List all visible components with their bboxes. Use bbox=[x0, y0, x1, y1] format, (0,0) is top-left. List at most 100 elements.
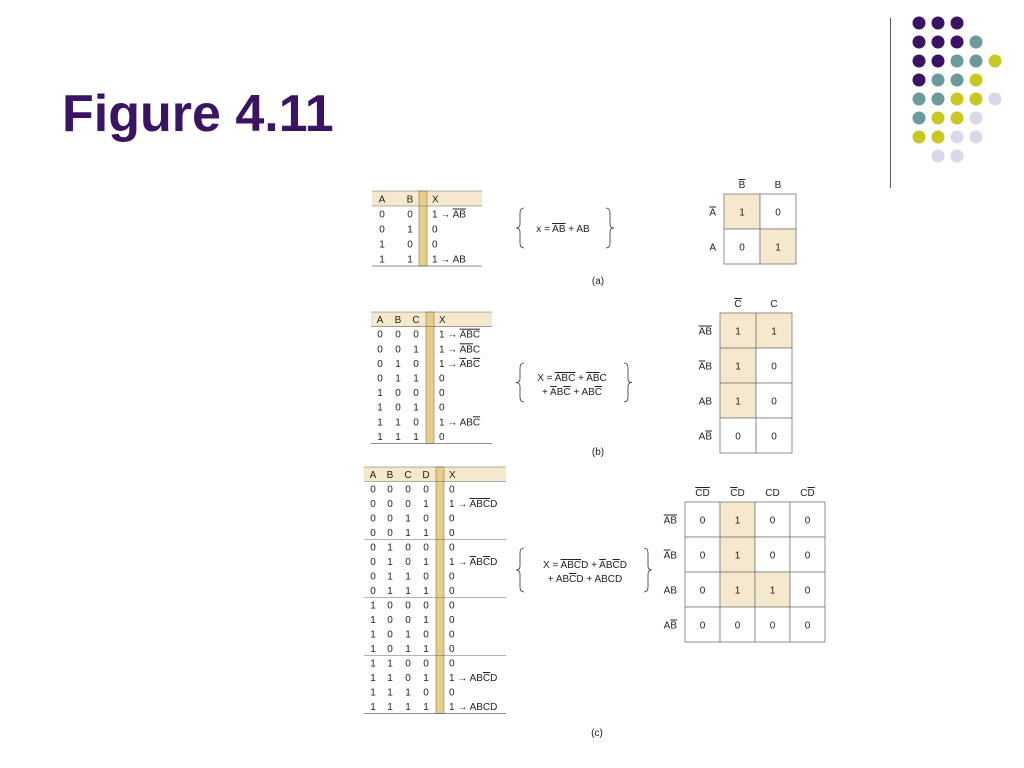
kmap-column-label: B bbox=[739, 180, 746, 191]
kmap-cell bbox=[684, 536, 721, 573]
table-header-cell: C bbox=[412, 315, 419, 326]
table-output-cell: 0 bbox=[449, 572, 455, 583]
table-cell: 0 bbox=[377, 359, 383, 370]
table-cell: 0 bbox=[370, 572, 376, 583]
table-output-cell: 0 bbox=[449, 485, 455, 496]
kmap-cell bbox=[755, 382, 793, 419]
kmap-cell bbox=[719, 347, 757, 384]
kmap-row-label: AB bbox=[664, 551, 678, 562]
table-cell: 1 bbox=[370, 601, 376, 612]
table-divider-bar bbox=[418, 190, 428, 267]
table-cell: 1 bbox=[405, 644, 411, 655]
table-output-cell: 0 bbox=[449, 543, 455, 554]
table-output-cell: 0 bbox=[449, 644, 455, 655]
table-cell: 0 bbox=[387, 601, 393, 612]
table-output-cell: 1 → ABC bbox=[439, 359, 480, 370]
table-cell: 0 bbox=[413, 359, 419, 370]
table-cell: 1 bbox=[387, 702, 393, 713]
table-cell: 1 bbox=[413, 344, 419, 355]
table-header-cell: X bbox=[432, 195, 439, 206]
table-cell: 1 bbox=[370, 673, 376, 684]
kmap-cell-value: 1 bbox=[771, 327, 777, 338]
table-header-cell: X bbox=[449, 470, 456, 481]
table-cell: 1 bbox=[423, 586, 429, 597]
kmap-row-label: AB bbox=[664, 516, 678, 527]
table-cell: 0 bbox=[370, 528, 376, 539]
kmap-cell bbox=[755, 312, 793, 349]
kmap-cell bbox=[684, 571, 721, 608]
table-cell: 1 bbox=[379, 255, 385, 266]
kmap-cell-value: 0 bbox=[700, 551, 706, 562]
kmap-cell-value: 1 bbox=[735, 516, 741, 527]
kmap-row-label: AB bbox=[699, 327, 713, 338]
table-cell: 0 bbox=[387, 499, 393, 510]
table-cell: 1 bbox=[405, 586, 411, 597]
kmap-cell-value: 0 bbox=[770, 516, 776, 527]
kmap-cell-value: 0 bbox=[771, 432, 777, 443]
table-cell: 0 bbox=[395, 388, 401, 399]
boolean-expression-b: X = ABC + ABC+ ABC + ABC bbox=[537, 373, 607, 398]
right-brace bbox=[623, 362, 633, 403]
table-cell: 1 bbox=[423, 499, 429, 510]
table-cell: 0 bbox=[370, 499, 376, 510]
table-cell: 0 bbox=[405, 601, 411, 612]
table-header-cell: C bbox=[404, 470, 411, 481]
table-cell: 1 bbox=[405, 702, 411, 713]
expression-line: + ABCD + ABCD bbox=[548, 574, 623, 585]
table-cell: 1 bbox=[387, 586, 393, 597]
table-output-cell: 1 → AB bbox=[432, 255, 466, 266]
kmap-column-label: CD bbox=[730, 488, 744, 499]
table-header-cell: B bbox=[387, 470, 394, 481]
table-output-cell: 0 bbox=[449, 514, 455, 525]
table-output-cell: 0 bbox=[449, 528, 455, 539]
kmap-cell bbox=[755, 347, 793, 384]
kmap-row-label: A bbox=[709, 208, 716, 219]
kmap-cell bbox=[754, 501, 791, 538]
table-cell: 1 bbox=[377, 432, 383, 443]
table-cell: 1 bbox=[423, 644, 429, 655]
slide-title: Figure 4.11 bbox=[62, 85, 334, 143]
expression-line: + ABC + ABC bbox=[542, 387, 602, 398]
table-output-cell: 1 → ABCD bbox=[449, 557, 497, 568]
table-cell: 1 bbox=[405, 514, 411, 525]
table-output-cell: 1 → ABCD bbox=[449, 702, 497, 713]
kmap-cell-value: 1 bbox=[775, 243, 781, 254]
table-cell: 0 bbox=[407, 210, 413, 221]
table-output-cell: 1 → ABCD bbox=[449, 499, 497, 510]
kmap-cell-value: 0 bbox=[771, 362, 777, 373]
table-cell: 1 bbox=[407, 255, 413, 266]
kmap-cell-value: 0 bbox=[739, 243, 745, 254]
kmap-cell bbox=[789, 606, 826, 643]
table-cell: 0 bbox=[370, 485, 376, 496]
table-cell: 1 bbox=[395, 432, 401, 443]
kmap-cell bbox=[684, 501, 721, 538]
table-cell: 0 bbox=[387, 485, 393, 496]
kmap-cell-value: 0 bbox=[805, 516, 811, 527]
table-cell: 1 bbox=[423, 615, 429, 626]
table-header-cell: A bbox=[377, 315, 384, 326]
table-cell: 1 bbox=[387, 659, 393, 670]
table-cell: 0 bbox=[405, 499, 411, 510]
kmap-cell-value: 1 bbox=[739, 208, 745, 219]
table-cell: 0 bbox=[423, 572, 429, 583]
table-cell: 0 bbox=[387, 630, 393, 641]
table-output-cell: 0 bbox=[439, 388, 445, 399]
table-output-cell: 0 bbox=[432, 225, 438, 236]
kmap-cell-value: 1 bbox=[735, 327, 741, 338]
table-output-cell: 0 bbox=[439, 403, 445, 414]
kmap-row-label: AB bbox=[699, 362, 713, 373]
table-cell: 0 bbox=[407, 240, 413, 251]
table-cell: 0 bbox=[370, 543, 376, 554]
table-cell: 1 bbox=[370, 615, 376, 626]
table-output-cell: 0 bbox=[449, 601, 455, 612]
table-cell: 1 bbox=[387, 572, 393, 583]
table-cell: 1 bbox=[413, 374, 419, 385]
kmap-column-label: C bbox=[770, 299, 777, 310]
table-cell: 0 bbox=[377, 330, 383, 341]
table-header-cell: X bbox=[439, 315, 446, 326]
kmap-cell bbox=[719, 312, 757, 349]
table-cell: 0 bbox=[387, 644, 393, 655]
